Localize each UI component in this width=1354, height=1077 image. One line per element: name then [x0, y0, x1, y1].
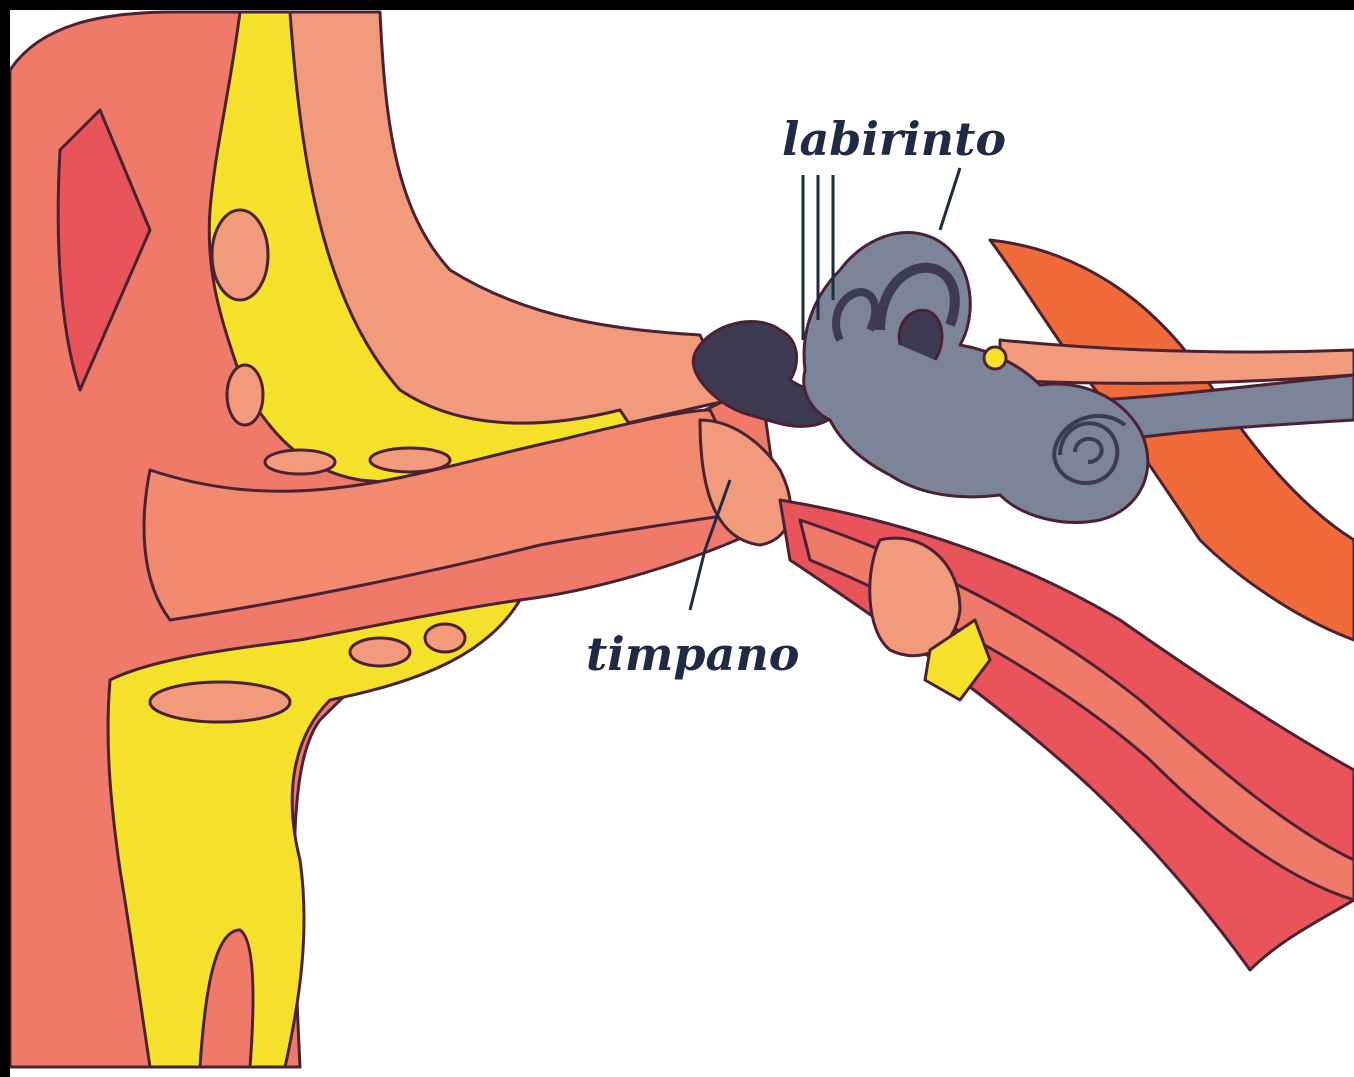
nerve-bead [984, 347, 1006, 369]
cartilage-nodule [212, 210, 268, 300]
ear-illustration: labirinto timpano [10, 10, 1354, 1077]
ear-diagram: labirinto timpano [10, 10, 1354, 1077]
cartilage-nodule [370, 448, 450, 472]
label-labyrinth: labirinto [782, 112, 1006, 166]
cartilage-nodule [150, 682, 290, 722]
labyrinth-leader-line [940, 168, 960, 230]
label-eardrum: timpano [586, 627, 800, 681]
cartilage-lower [108, 600, 520, 1067]
cartilage-nodule [425, 624, 465, 652]
cartilage-nodule [265, 450, 335, 474]
cartilage-nodule [227, 365, 263, 425]
cartilage-nodule [350, 638, 410, 666]
